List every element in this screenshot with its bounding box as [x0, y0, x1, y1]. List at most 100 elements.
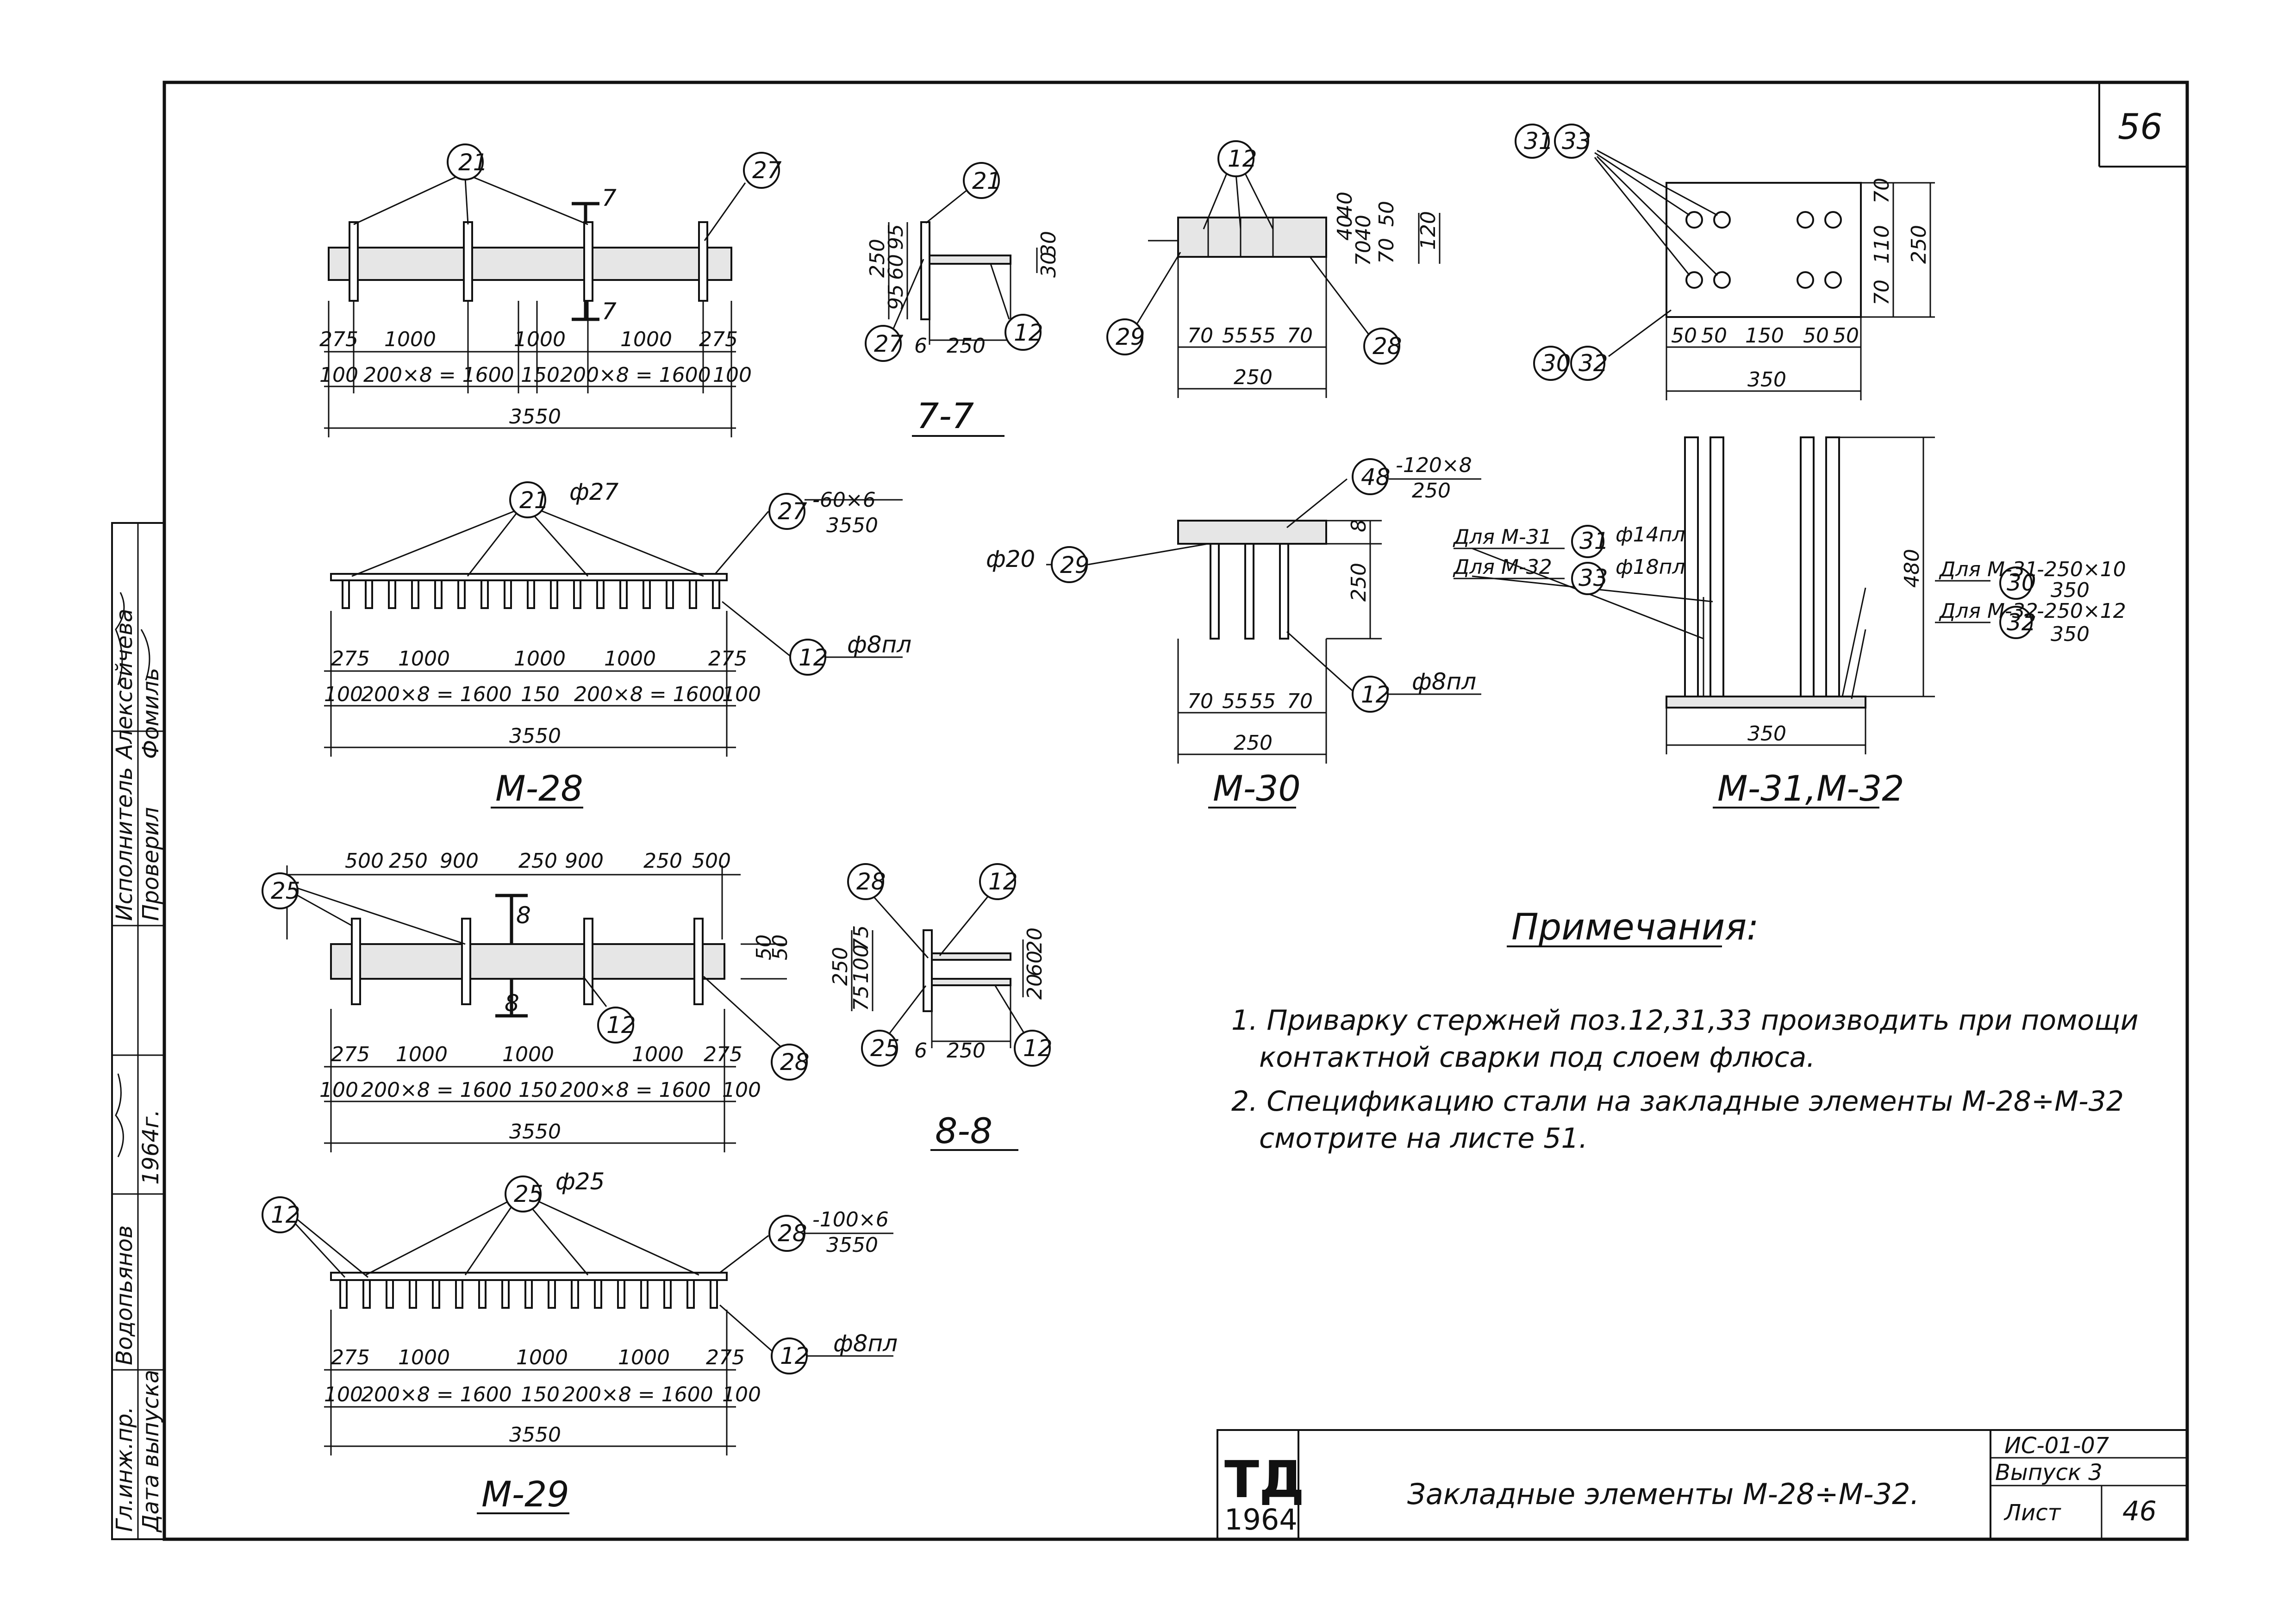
m31p-pos-top-b: 33: [1562, 128, 1591, 155]
m28-dim1-4: 275: [708, 647, 747, 671]
s8-vdim-2: 75: [849, 985, 873, 1011]
stamp-role-checked: Проверил: [138, 807, 164, 921]
m30t-bdim-3: 70: [1287, 324, 1313, 348]
m30t-rdim-1: 40: [1333, 215, 1357, 241]
m29-pos-bar: 25: [514, 1181, 543, 1207]
title-text: Закладные элементы М-28÷М-32.: [1407, 1477, 1919, 1511]
view-m30: [1046, 458, 1481, 764]
m31p-width: 350: [1747, 368, 1786, 392]
signature-mark-1: [115, 592, 150, 685]
tl-dim2-4: 100: [713, 363, 752, 387]
m31-bar-33: ф18пл: [1616, 555, 1685, 579]
caption-section-8: 8-8: [935, 1110, 992, 1151]
m31p-bdim-4: 50: [1833, 324, 1859, 348]
m30-stud-spec: ф20: [986, 546, 1035, 572]
ul8-cut-bottom: 8: [505, 990, 519, 1017]
title-logo: ТД: [1224, 1450, 1304, 1509]
m28-dim2-3: 200×8 = 1600: [574, 683, 725, 706]
ul8-dim2-3: 200×8 = 1600: [560, 1078, 711, 1102]
s7-height: 250: [866, 239, 889, 278]
m31-plate-30-len: 350: [2051, 578, 2090, 602]
ul8-cut-top: 8: [516, 902, 531, 929]
m30-plate-spec: -120×8: [1396, 454, 1472, 477]
stamp-role-chief: Гл.инж.пр.: [112, 1406, 137, 1532]
ul8-pos-right: 28: [780, 1049, 810, 1076]
ul8-dim2-2: 150: [518, 1078, 557, 1102]
m31p-pos-bot-a: 30: [1541, 350, 1571, 377]
m28-anchors: [342, 579, 720, 609]
m30t-pos-top: 12: [1228, 145, 1257, 172]
m30-bdim-3: 70: [1287, 690, 1313, 713]
tl-pos-a: 21: [458, 149, 488, 176]
m29-dim1-2: 1000: [516, 1346, 568, 1369]
title-logo-year: 1964: [1224, 1503, 1298, 1536]
s7-rdim-0: 30: [1037, 231, 1061, 257]
m28-dim2-4: 100: [722, 683, 761, 706]
m30-bdim-2: 55: [1250, 690, 1276, 713]
m28-total: 3550: [509, 724, 561, 748]
ul8-total: 3550: [509, 1120, 561, 1144]
s8-height: 250: [829, 947, 852, 986]
m30t-rdim-2: 40: [1352, 215, 1375, 241]
left-stamp: [111, 522, 165, 1540]
m30t-pos-right: 28: [1373, 333, 1402, 360]
ul8-dim1-0: 275: [331, 1043, 370, 1066]
tl-dim1-0: 275: [319, 328, 358, 351]
caption-m28: М-28: [495, 768, 583, 809]
m31p-rdim-1: 110: [1870, 225, 1894, 264]
note-line-2: контактной сварки под слоем флюса.: [1259, 1041, 1815, 1074]
m29-bar-spec: ф25: [555, 1168, 605, 1195]
ul8-rdim-0: 50: [752, 934, 776, 960]
m28-pos-anchor: 12: [799, 644, 828, 671]
m31p-bdim-3: 50: [1803, 324, 1829, 348]
caption-section-7: 7-7: [917, 395, 974, 436]
m28-pos-bar: 21: [519, 487, 549, 514]
m29-dim2-2: 150: [521, 1383, 560, 1406]
m29-plate-len: 3550: [826, 1233, 878, 1257]
tl-cut-bottom: 7: [602, 298, 617, 325]
ul8-dim1-2: 1000: [502, 1043, 554, 1066]
caption-m29: М-29: [481, 1474, 569, 1515]
ul8-tdim-6: 500: [692, 849, 731, 873]
s8-pos-bl: 25: [870, 1035, 900, 1062]
ul8-pos-left: 25: [271, 877, 300, 904]
title-sheet-number: 46: [2122, 1495, 2157, 1527]
m31p-bdim-2: 150: [1745, 324, 1784, 348]
tl-dim1-1: 1000: [384, 328, 436, 351]
m28-dim2-0: 100: [324, 683, 363, 706]
m31p-pos-top-a: 31: [1524, 128, 1554, 155]
m31p-pos-bot-b: 32: [1578, 350, 1608, 377]
m31-pos-32: 32: [2007, 609, 2036, 636]
m30t-width: 250: [1234, 366, 1273, 389]
view-m28: [324, 481, 903, 757]
s8-pos-top-l: 28: [856, 868, 886, 895]
m29-dim2-0: 100: [324, 1383, 363, 1406]
m31-height: 480: [1900, 549, 1924, 588]
m30-pos-plate: 48: [1361, 464, 1391, 491]
title-block: [1217, 1429, 2188, 1540]
s7-pos-bl: 27: [874, 330, 904, 357]
ul8-pos-mid: 12: [606, 1012, 636, 1038]
tl-dim2-1: 200×8 = 1600: [363, 363, 514, 387]
s8-vdim-0: 75: [849, 925, 873, 951]
title-issue: Выпуск 3: [1995, 1460, 2103, 1486]
m30-pos-anchor: 12: [1361, 681, 1391, 708]
m29-anchors: [339, 1279, 718, 1309]
m31-pos-31: 31: [1579, 528, 1609, 554]
m30t-rdim-0: 40: [1333, 192, 1357, 218]
ul8-dim1-3: 1000: [632, 1043, 684, 1066]
m30t-rdim-outer-0: 50: [1375, 201, 1398, 227]
m31-for-m32: Для М-32: [1453, 555, 1552, 579]
m29-pos-plate: 28: [778, 1220, 807, 1247]
stamp-name-checked: Фомиль: [138, 668, 164, 759]
tl-total: 3550: [509, 405, 561, 429]
m30-anchor-spec: ф8пл: [1412, 668, 1476, 695]
m31-plate-for-m31: Для М-31: [1939, 558, 2038, 581]
s8-bdim-0: 6: [914, 1039, 927, 1063]
ul8-tdim-3: 250: [518, 849, 557, 873]
s7-bdim-0: 6: [914, 334, 927, 358]
m30t-bdim-1: 55: [1222, 324, 1248, 348]
ul8-tdim-0: 500: [345, 849, 384, 873]
m28-dim2-1: 200×8 = 1600: [361, 683, 512, 706]
